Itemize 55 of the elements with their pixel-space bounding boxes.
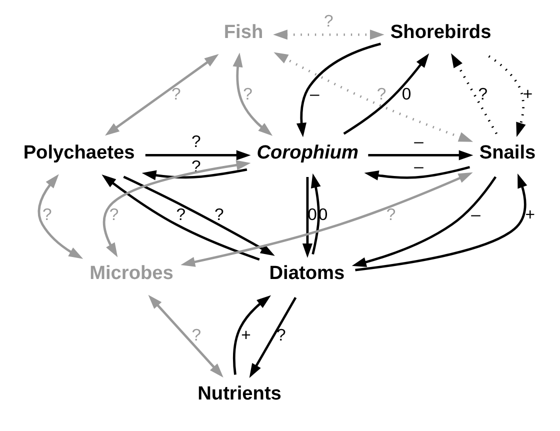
arrow	[274, 52, 474, 142]
node-text: Fish	[224, 22, 264, 43]
edge-label: –	[310, 84, 320, 104]
arrow	[451, 53, 498, 134]
edge-label: ?	[191, 132, 201, 152]
edge-label: ?	[276, 325, 286, 344]
arrow	[273, 30, 384, 40]
node-text: Corophium	[256, 142, 359, 164]
arrow	[488, 55, 526, 137]
node-text: Nutrients	[198, 384, 282, 405]
edge-label: ?	[171, 84, 181, 104]
arrow	[249, 296, 297, 378]
edge-label: +	[522, 84, 533, 104]
arrow	[310, 173, 321, 255]
edge-label: 0	[308, 204, 317, 224]
arrow	[355, 174, 528, 272]
edge-label: ?	[324, 12, 334, 31]
arrow	[352, 176, 497, 268]
arrow	[123, 176, 275, 256]
arrow	[38, 174, 84, 259]
edge-label: ?	[191, 157, 201, 176]
arrow	[232, 295, 271, 375]
arrow	[148, 294, 224, 378]
edge-label: ?	[214, 204, 224, 224]
arrow	[145, 150, 251, 160]
edge-label: ?	[192, 325, 202, 344]
arrow	[102, 174, 260, 261]
node-text: Snails	[479, 142, 536, 164]
node-text: Diatoms	[269, 263, 345, 284]
edge-label: –	[471, 204, 480, 224]
edge-label: ?	[243, 84, 252, 104]
edge-label: ?	[478, 84, 488, 104]
arrow	[102, 160, 251, 258]
arrow	[368, 150, 474, 160]
edge-label: +	[241, 325, 251, 344]
edge-label: ?	[42, 204, 52, 224]
arrow	[142, 168, 248, 180]
node-text: Microbes	[90, 263, 174, 284]
arrow	[364, 166, 470, 180]
arrow	[296, 42, 382, 138]
edge-label: +	[525, 204, 535, 224]
edge-label: ?	[386, 204, 396, 224]
edge-label: ?	[176, 204, 186, 224]
edge-label: –	[414, 157, 424, 176]
arrow	[343, 53, 430, 135]
arrow	[105, 54, 219, 136]
arrow	[232, 52, 273, 136]
node-text: Shorebirds	[390, 22, 492, 43]
edge-label: –	[414, 132, 424, 152]
edge-label: ?	[376, 84, 386, 104]
arrow	[180, 172, 473, 267]
edge-label: ?	[109, 204, 119, 224]
node-text: Polychaetes	[23, 142, 135, 164]
arrow	[302, 176, 312, 258]
edge-label: 0	[402, 84, 412, 104]
